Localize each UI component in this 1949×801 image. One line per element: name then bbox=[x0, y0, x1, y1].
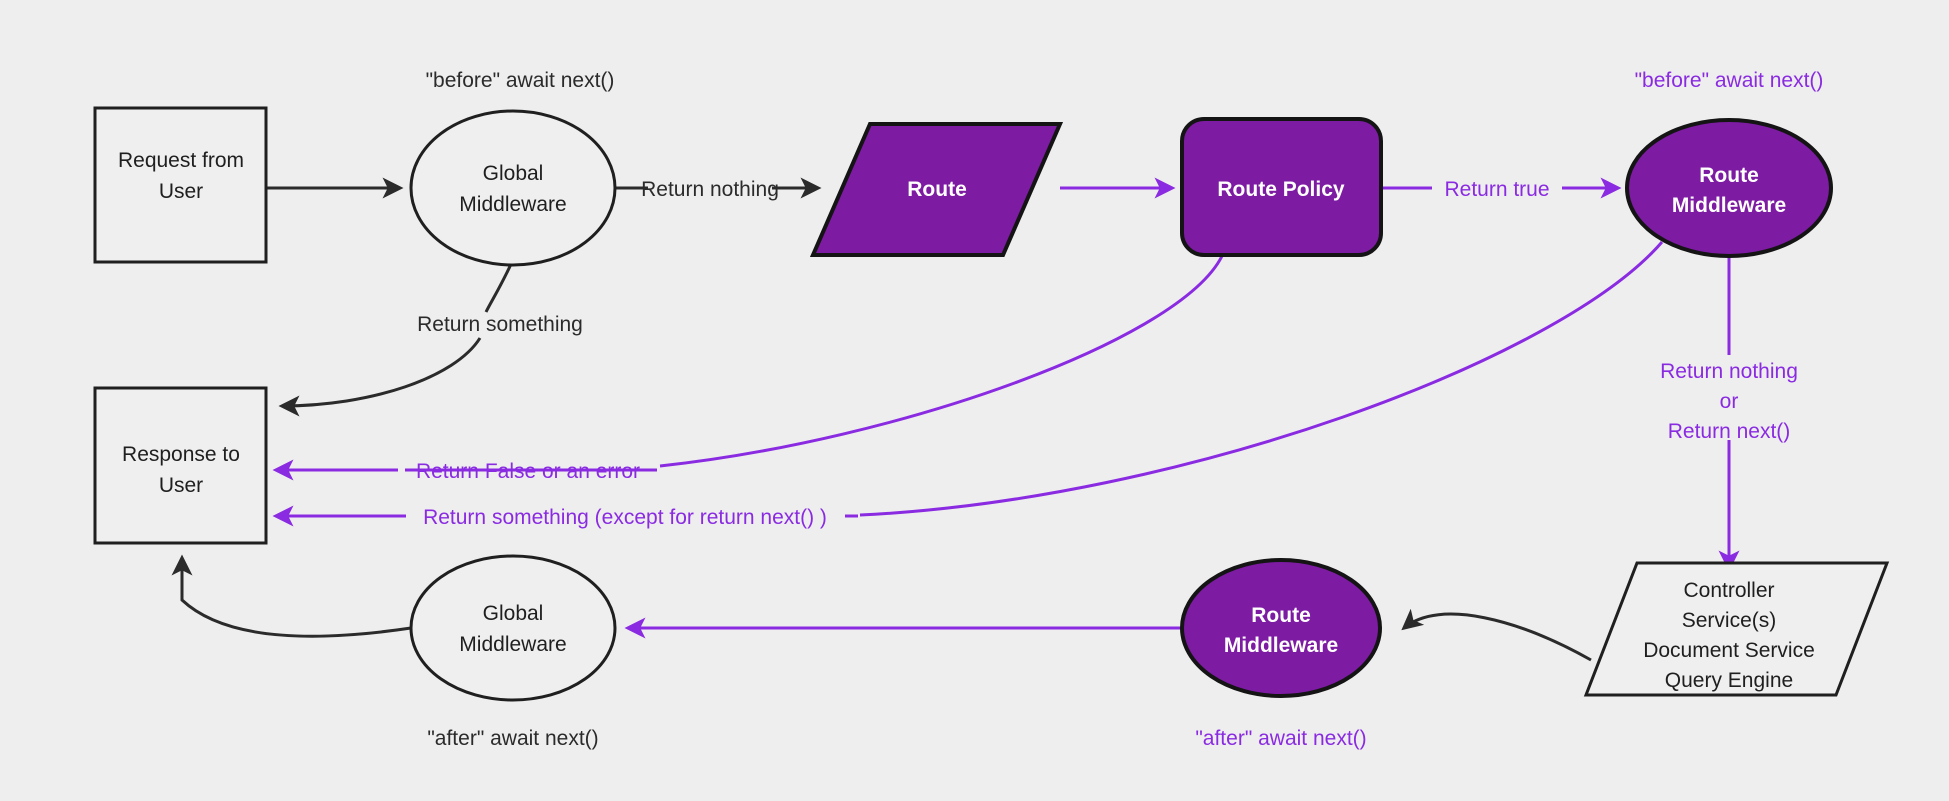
route-middleware-before-label-line2: Middleware bbox=[1672, 194, 1786, 217]
edge-global-middleware-return-something bbox=[484, 261, 514, 313]
node-route[interactable]: Route bbox=[809, 122, 1064, 257]
edge-label-return-nothing-or-next-line1: Return nothing bbox=[1660, 360, 1798, 383]
annotation-before-await-next-global: "before" await next() bbox=[426, 69, 615, 92]
node-route-middleware-before[interactable]: Route Middleware bbox=[1625, 118, 1833, 258]
route-middleware-after-label-line2: Middleware bbox=[1224, 634, 1338, 657]
edge-label-return-nothing-or-next-line2: or bbox=[1720, 390, 1739, 413]
controller-stack-label-line2: Service(s) bbox=[1682, 609, 1777, 632]
response-to-user-label-line2: User bbox=[159, 474, 203, 497]
edge-label-return-something-except-next: Return something (except for return next… bbox=[423, 506, 827, 529]
route-middleware-after-label-line1: Route bbox=[1251, 604, 1311, 627]
annotation-after-await-next-route: "after" await next() bbox=[1195, 727, 1366, 750]
edge-label-return-true: Return true bbox=[1444, 178, 1549, 201]
node-request-from-user[interactable]: Request from User bbox=[93, 106, 268, 264]
controller-stack-label-line1: Controller bbox=[1683, 579, 1774, 602]
edge-return-something-to-response bbox=[278, 337, 482, 417]
edge-global-middleware-after-to-response bbox=[171, 554, 412, 638]
response-to-user-label-line1: Response to bbox=[122, 443, 240, 466]
controller-stack-label-line3: Document Service bbox=[1643, 639, 1815, 662]
global-middleware-before-label-line2: Middleware bbox=[459, 193, 566, 216]
node-controller-stack[interactable]: Controller Service(s) Document Service Q… bbox=[1583, 561, 1890, 697]
edge-label-return-nothing-global: Return nothing bbox=[641, 178, 779, 201]
global-middleware-before-label-line1: Global bbox=[483, 162, 544, 185]
route-policy-label: Route Policy bbox=[1217, 178, 1345, 201]
edge-route-middleware-return-something-curve bbox=[859, 241, 1664, 517]
edge-label-return-false-or-error: Return False or an error bbox=[416, 460, 640, 483]
edge-label-return-something-global: Return something bbox=[417, 313, 583, 336]
node-global-middleware-after[interactable]: Global Middleware bbox=[409, 554, 617, 702]
node-route-middleware-after[interactable]: Route Middleware bbox=[1180, 558, 1382, 698]
route-label: Route bbox=[907, 178, 967, 201]
edge-label-return-nothing-or-next-line3: Return next() bbox=[1668, 420, 1791, 443]
node-global-middleware-before[interactable]: Global Middleware bbox=[409, 109, 617, 267]
annotation-after-await-next-global: "after" await next() bbox=[427, 727, 598, 750]
request-from-user-label-line2: User bbox=[159, 180, 203, 203]
edge-controller-to-route-middleware-after bbox=[1401, 608, 1592, 662]
global-middleware-after-label-line2: Middleware bbox=[459, 633, 566, 656]
request-from-user-label-line1: Request from bbox=[118, 149, 244, 172]
edge-route-policy-return-false-curve bbox=[659, 255, 1224, 468]
annotation-before-await-next-route: "before" await next() bbox=[1635, 69, 1824, 92]
global-middleware-after-label-line1: Global bbox=[483, 602, 544, 625]
node-route-policy[interactable]: Route Policy bbox=[1180, 117, 1383, 257]
node-response-to-user[interactable]: Response to User bbox=[93, 386, 268, 545]
route-middleware-before-label-line1: Route bbox=[1699, 164, 1759, 187]
controller-stack-label-line4: Query Engine bbox=[1665, 669, 1793, 692]
